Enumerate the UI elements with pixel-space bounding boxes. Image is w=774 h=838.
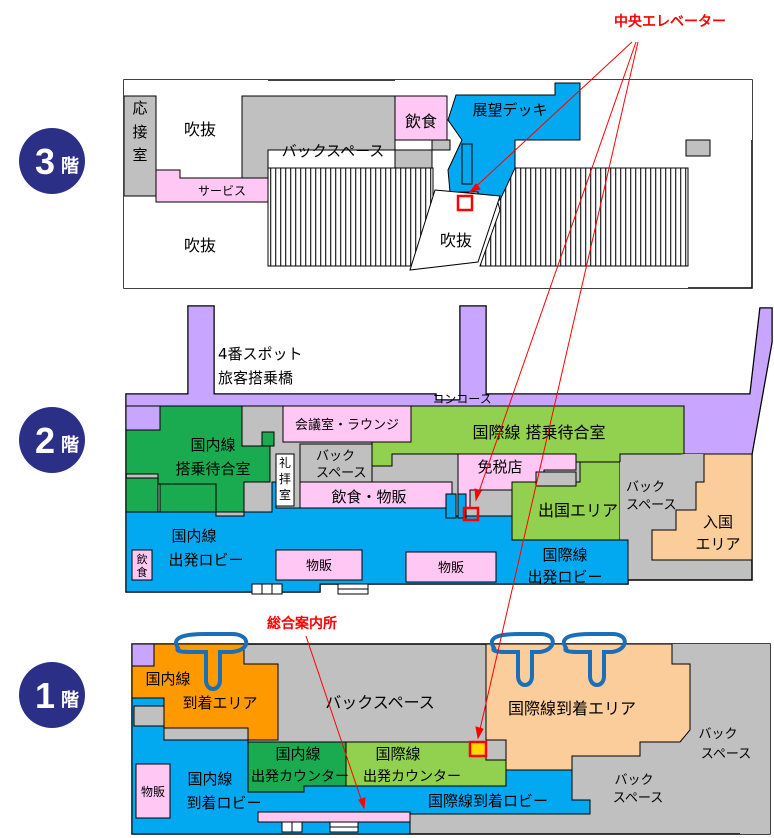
room-2f-meeting-lounge[interactable] [282, 405, 412, 443]
bridge-gate-3[interactable] [562, 632, 627, 687]
label-3f-back-space: バックスペース [282, 142, 385, 160]
label-2f-dining-small-2: 食 [137, 565, 148, 579]
floor-number: 1 [35, 675, 55, 716]
label-2f-departure-area: 出国エリア [538, 501, 618, 520]
floor-suffix: 階 [61, 156, 79, 176]
room-2f-shop-b[interactable] [405, 551, 497, 583]
label-2f-spot-2: 旅客搭乗橋 [218, 369, 293, 387]
room-2f-prayer[interactable] [275, 453, 295, 507]
floor-suffix: 階 [61, 690, 79, 710]
label-2f-prayer-3: 室 [279, 487, 291, 502]
label-3f-reception-3: 室 [132, 146, 147, 164]
label-3f-atrium-c: 吹抜 [440, 231, 472, 250]
label-1f-dom-counter-2: 出発カウンター [251, 769, 349, 785]
label-2f-intl-wait: 国際線 搭乗待合室 [472, 423, 605, 442]
label-1f-dom-arr-lobby-1: 国内線 [187, 770, 232, 788]
label-2f-dom-wait-2: 搭乗待合室 [175, 460, 250, 478]
label-1f-intl-arr-lobby: 国際線到着ロビー [428, 792, 548, 810]
escalator-3f-right [479, 167, 689, 267]
room-2f-back-b[interactable] [620, 454, 704, 540]
elevator-marker-2f[interactable] [462, 506, 480, 522]
floor-number: 3 [35, 141, 55, 182]
label-3f-reception-2: 接 [132, 123, 147, 141]
label-2f-intl-lobby-1: 国際線 [542, 546, 587, 564]
room-3f-dining[interactable] [394, 95, 448, 141]
label-3f-dining: 飲食 [405, 112, 437, 131]
label-2f-dom-lobby-2: 出発ロビー [168, 551, 243, 569]
label-3f-atrium-a: 吹抜 [184, 120, 216, 139]
label-1f-back-r1-1: バック [698, 727, 737, 742]
label-2f-dutyfree: 免税店 [477, 458, 522, 476]
room-3f-atrium-c[interactable] [409, 189, 501, 271]
label-central-elevator: 中央エレベーター [614, 13, 726, 30]
label-2f-dom-wait-1: 国内線 [190, 436, 235, 454]
label-3f-service: サービス [198, 184, 246, 198]
label-2f-back-b-2: スペース [626, 498, 676, 513]
annotation-info-center: 総合案内所 [267, 615, 366, 810]
label-1f-intl-counter-2: 出発カウンター [363, 769, 461, 785]
elevator-marker-1f[interactable] [468, 740, 488, 758]
label-3f-reception-1: 応 [132, 99, 147, 117]
label-1f-back-r1-2: スペース [701, 747, 751, 762]
label-2f-back-b-1: バック [626, 480, 665, 495]
label-1f-back-r2-2: スペース [613, 791, 663, 806]
room-2f-dining-small[interactable] [131, 549, 153, 581]
floor-3f-plan: 応 接 室 吹抜 バックスペース サービス 吹抜 飲食 展望デッキ 吹抜 [123, 79, 753, 289]
label-3f-atrium-b: 吹抜 [184, 236, 216, 255]
label-2f-shop-b: 物販 [438, 561, 464, 576]
label-2f-prayer-1: 礼 [279, 455, 291, 470]
label-2f-entry-1: 入国 [703, 513, 733, 531]
label-1f-dom-arr-lobby-2: 到着ロビー [186, 794, 261, 812]
floor-badge-3f[interactable]: 3 階 [19, 128, 85, 194]
label-1f-dom-arr-2: 到着エリア [182, 694, 257, 712]
label-2f-dining-shop: 飲食・物販 [331, 488, 406, 506]
label-2f-back-a-1: バック [316, 449, 355, 464]
room-3f-deck[interactable] [447, 82, 581, 201]
label-1f-back-main: バックスペース [325, 693, 435, 712]
label-1f-intl-counter-1: 国際線 [375, 745, 420, 763]
label-1f-shop: 物販 [141, 785, 165, 799]
floor-1f-plan: 国内線 到着エリア バックスペース 国際線到着エリア バック スペース 国内線 … [131, 632, 771, 835]
label-2f-concourse: コンコース [432, 392, 491, 406]
escalator-3f-small [461, 143, 473, 185]
room-2f-entry-area[interactable] [651, 453, 753, 561]
label-1f-intl-arr-area: 国際線到着エリア [508, 699, 636, 718]
floor-badge-1f[interactable]: 1 階 [19, 662, 85, 728]
escalator-3f-left [267, 167, 434, 267]
label-2f-shop-a: 物販 [306, 559, 332, 574]
floor-2f-plan: 4番スポット 旅客搭乗橋 コンコース 会議室・ラウンジ 国際線 搭乗待合室 国内… [125, 305, 773, 595]
floor-number: 2 [35, 420, 55, 461]
escalator-2f-a [251, 583, 283, 595]
room-1f-domestic-arrival-area[interactable] [131, 643, 279, 741]
label-3f-deck: 展望デッキ [472, 101, 547, 119]
label-2f-intl-lobby-2: 出発ロビー [527, 568, 602, 586]
room-1f-intl-arrival-area[interactable] [485, 643, 691, 771]
label-2f-back-a-2: スペース [316, 466, 366, 481]
label-info-center: 総合案内所 [267, 615, 337, 632]
annotation-central-elevator: 中央エレベーター [468, 13, 726, 740]
label-2f-dining-small-1: 飲 [137, 552, 148, 566]
floor-suffix: 階 [61, 435, 79, 455]
label-1f-back-r2-1: バック [614, 773, 653, 788]
bridge-gate-1[interactable] [174, 632, 249, 691]
room-2f-shop-a[interactable] [275, 549, 363, 581]
boarding-bridge-outlines [174, 632, 627, 691]
label-1f-dom-arr-1: 国内線 [145, 670, 190, 688]
floor-badge-2f[interactable]: 2 階 [19, 407, 85, 473]
label-2f-dom-lobby-1: 国内線 [171, 527, 216, 545]
label-2f-entry-2: エリア [695, 535, 740, 553]
bridge-gate-2[interactable] [490, 632, 555, 687]
label-2f-meeting: 会議室・ラウンジ [295, 417, 399, 433]
label-2f-prayer-2: 拝 [279, 472, 291, 486]
elevator-marker-3f[interactable] [456, 194, 474, 212]
room-1f-shop[interactable] [135, 763, 171, 819]
room-2f-domestic-waiting[interactable] [125, 405, 271, 513]
label-1f-dom-counter-1: 国内線 [275, 745, 320, 763]
label-2f-spot-1: 4番スポット [218, 345, 303, 363]
